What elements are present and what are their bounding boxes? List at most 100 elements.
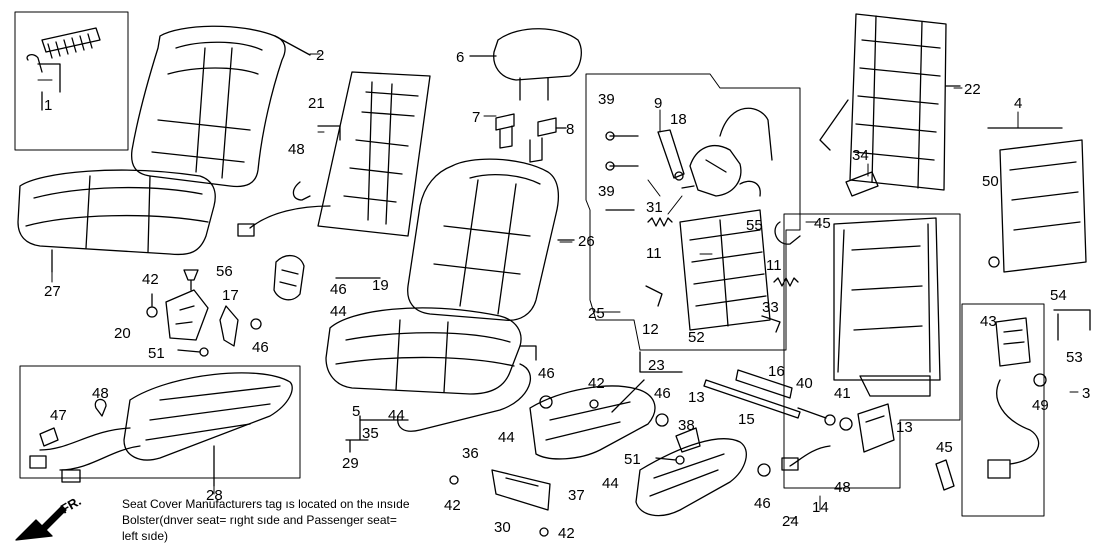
callout-39b: 39 bbox=[598, 183, 615, 200]
part-56-clip bbox=[183, 269, 199, 291]
callout-34: 34 bbox=[852, 147, 869, 164]
part-9-lever bbox=[657, 129, 685, 181]
callout-44b: 44 bbox=[388, 407, 405, 424]
part-42-bolt-mid bbox=[449, 399, 599, 537]
part-22-back-frame bbox=[819, 13, 961, 191]
part-3-switch-box bbox=[961, 303, 1047, 517]
part-1-clip bbox=[14, 11, 129, 151]
part-33-clip bbox=[761, 315, 781, 333]
callout-27: 27 bbox=[44, 283, 61, 300]
callout-1: 1 bbox=[44, 97, 52, 114]
callout-46e: 46 bbox=[754, 495, 771, 512]
part-21-heater-pad bbox=[237, 71, 431, 237]
part-16-tube bbox=[735, 369, 793, 399]
callout-43: 43 bbox=[980, 313, 997, 330]
part-34-cover bbox=[845, 171, 879, 197]
callout-51a: 51 bbox=[148, 345, 165, 362]
part-8-guide bbox=[529, 117, 567, 163]
callout-55: 55 bbox=[746, 217, 763, 234]
callout-11a: 11 bbox=[646, 245, 662, 262]
part-31-lumbar bbox=[681, 107, 773, 197]
note-line-3: left sıde) bbox=[122, 529, 169, 543]
callout-48a: 48 bbox=[288, 141, 305, 158]
callout-53: 53 bbox=[1066, 349, 1083, 366]
callout-40: 40 bbox=[796, 375, 813, 392]
part-29-seat-cushion bbox=[325, 307, 537, 432]
callout-17: 17 bbox=[222, 287, 239, 304]
callout-38: 38 bbox=[678, 417, 695, 434]
callout-39a: 39 bbox=[598, 91, 615, 108]
callout-45b: 45 bbox=[936, 439, 953, 456]
callout-46d: 46 bbox=[654, 385, 671, 402]
bracket-35 bbox=[345, 415, 409, 453]
callout-8: 8 bbox=[566, 121, 574, 138]
part-30-cover bbox=[491, 469, 551, 511]
callout-44d: 44 bbox=[602, 475, 619, 492]
part-46-clip-mid bbox=[539, 395, 771, 477]
part-55-clip bbox=[739, 180, 761, 197]
part-39-bolts bbox=[605, 131, 639, 171]
seat-cover-tag-note: Seat Cover Manufacturers tag ıs located … bbox=[122, 496, 482, 544]
callout-50: 50 bbox=[982, 173, 999, 190]
part-45-clip bbox=[774, 221, 801, 245]
note-line-1: Seat Cover Manufacturers tag ıs located … bbox=[122, 497, 410, 511]
callout-31: 31 bbox=[646, 199, 663, 216]
callout-29: 29 bbox=[342, 455, 359, 472]
callout-33: 33 bbox=[762, 299, 779, 316]
callout-4: 4 bbox=[1014, 95, 1022, 112]
part-47-clip bbox=[39, 427, 59, 447]
part-6-headrest bbox=[469, 28, 582, 101]
part-37-seat-track bbox=[635, 438, 747, 517]
callout-13a: 13 bbox=[688, 389, 705, 406]
front-direction-arrow bbox=[15, 505, 67, 541]
part-20-recliner-cover bbox=[165, 289, 209, 341]
callout-2: 2 bbox=[316, 47, 324, 64]
callout-37: 37 bbox=[568, 487, 585, 504]
callout-42a: 42 bbox=[142, 271, 159, 288]
callout-42c: 42 bbox=[444, 497, 461, 514]
part-54-bracket bbox=[1053, 309, 1091, 341]
callout-26: 26 bbox=[578, 233, 595, 250]
part-11-spring-a bbox=[647, 217, 673, 227]
lumbar-area-box bbox=[585, 73, 801, 373]
callout-25: 25 bbox=[588, 305, 605, 322]
callout-36: 36 bbox=[462, 445, 479, 462]
callout-15: 15 bbox=[738, 411, 755, 428]
part-7-guide bbox=[495, 113, 515, 149]
part-40-bolt bbox=[797, 407, 836, 426]
callout-6: 6 bbox=[456, 49, 464, 66]
part-41-washer bbox=[839, 417, 853, 431]
callout-23: 23 bbox=[648, 357, 665, 374]
callout-47: 47 bbox=[50, 407, 67, 424]
part-27-cushion-cover bbox=[17, 169, 216, 273]
callout-22: 22 bbox=[964, 81, 981, 98]
callout-51b: 51 bbox=[624, 451, 641, 468]
callout-20: 20 bbox=[114, 325, 131, 342]
callout-19: 19 bbox=[372, 277, 389, 294]
part-19-tray bbox=[273, 255, 381, 301]
callout-28: 28 bbox=[206, 487, 223, 504]
callout-35: 35 bbox=[362, 425, 379, 442]
part-11-spring-b bbox=[773, 277, 799, 287]
leader-lines bbox=[37, 53, 1079, 519]
callout-labels: 1 2 3 4 5 6 7 8 9 11 11 12 13 13 14 15 1… bbox=[44, 47, 1090, 542]
callout-7: 7 bbox=[472, 109, 480, 126]
note-line-2: Bolster(dnver seat= rıght sıde and Passe… bbox=[122, 513, 397, 527]
callout-11b: 11 bbox=[766, 257, 782, 274]
part-45-clip-right bbox=[935, 459, 955, 491]
part-48-clip-left bbox=[94, 398, 107, 417]
callout-14: 14 bbox=[812, 499, 829, 516]
callout-56: 56 bbox=[216, 263, 233, 280]
callout-3: 3 bbox=[1082, 385, 1090, 402]
part-17-bracket bbox=[219, 305, 239, 347]
callout-52: 52 bbox=[688, 329, 705, 346]
callout-5: 5 bbox=[352, 403, 360, 420]
callout-46b: 46 bbox=[252, 339, 269, 356]
callout-46a: 46 bbox=[330, 281, 347, 298]
part-4-back-board bbox=[987, 127, 1087, 273]
callout-42d: 42 bbox=[558, 525, 575, 542]
part-38-bracket bbox=[675, 427, 701, 453]
part-2-seat-back-cover bbox=[130, 25, 311, 188]
part-15-rod bbox=[703, 379, 801, 419]
